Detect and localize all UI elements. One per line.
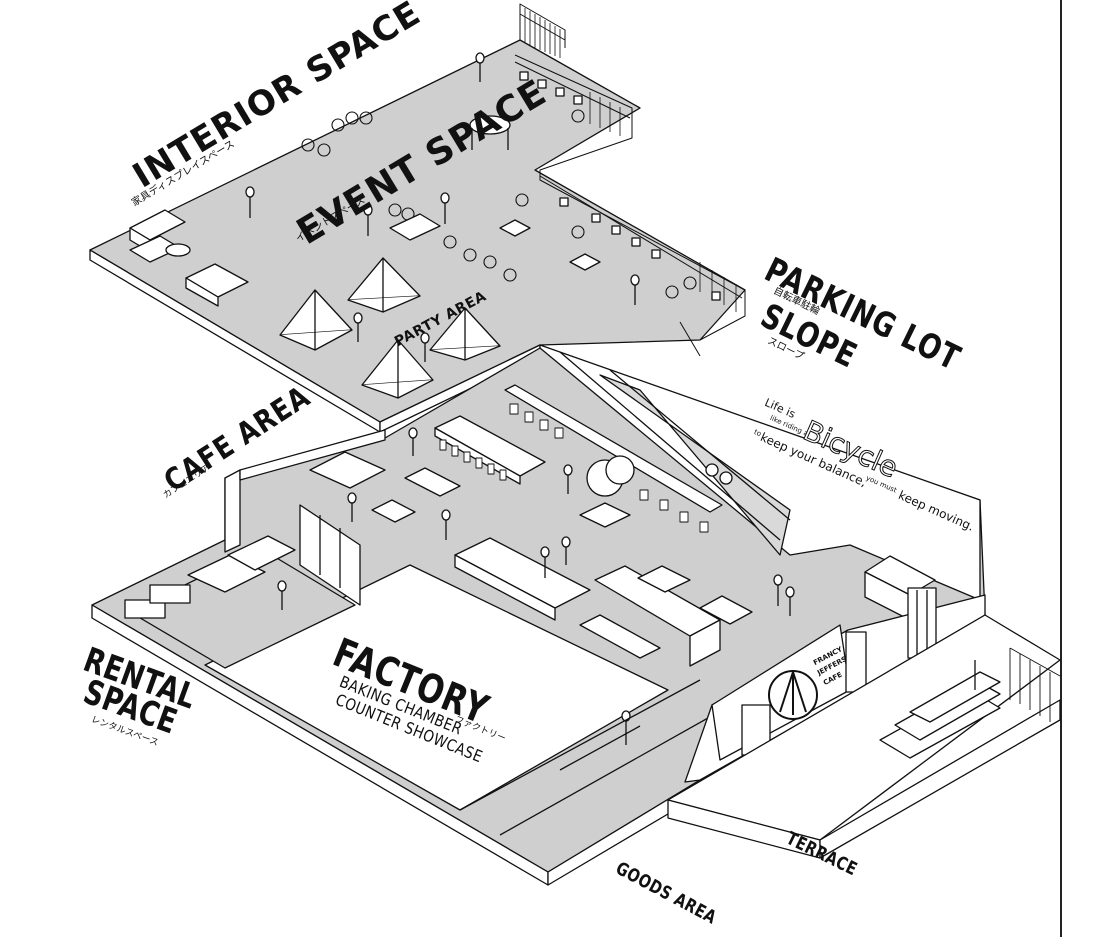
upper-floor <box>89 3 746 433</box>
railing-top <box>514 3 746 357</box>
long-table <box>434 384 723 513</box>
slope-ramp <box>539 344 981 601</box>
tree <box>579 455 635 528</box>
stools-upper <box>519 71 721 301</box>
sofa-set <box>129 209 249 307</box>
round-table <box>469 115 511 150</box>
people-ground <box>277 427 795 745</box>
shop-front <box>667 587 1061 859</box>
cafe-partition <box>224 429 386 606</box>
people-upper <box>245 52 640 362</box>
party-tents <box>279 257 501 399</box>
cafe-tables <box>124 451 461 619</box>
goods-area-floor <box>459 679 741 836</box>
stools-ground <box>439 403 709 533</box>
terrace-stairs <box>879 660 1001 759</box>
bicycles-upper <box>301 109 697 299</box>
terrace-railing <box>1009 647 1061 722</box>
counter-showcase <box>454 537 936 667</box>
page-border-right <box>1060 0 1062 937</box>
